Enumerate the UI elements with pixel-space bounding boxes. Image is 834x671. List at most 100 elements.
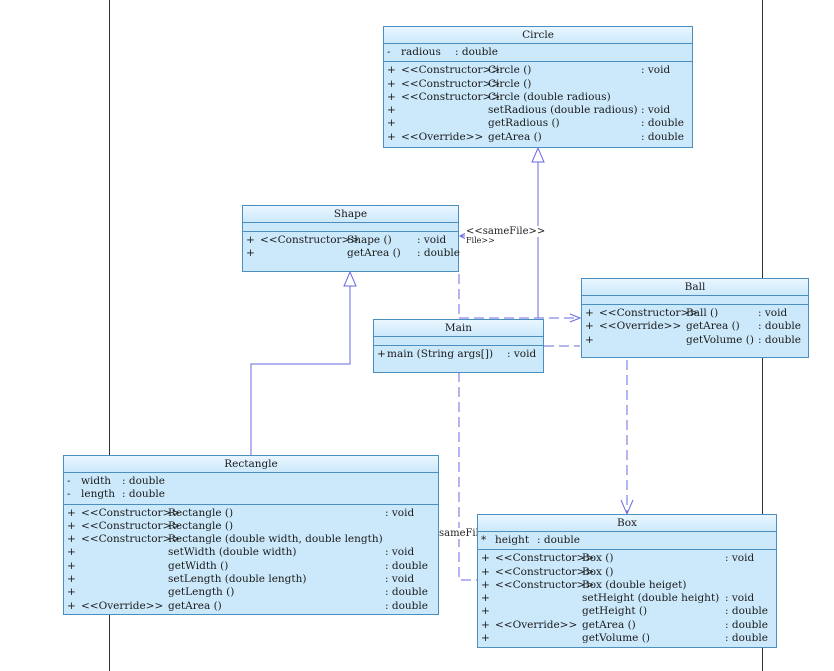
operations-section: +<<Constructor>>Rectangle (): void +<<Co… (64, 505, 438, 615)
return-type-label: : void (507, 348, 537, 360)
return-type-label: : double (417, 247, 460, 260)
signature-label: Box () (582, 552, 614, 565)
signature-label: Rectangle () (168, 506, 234, 519)
operations-section: +<<Constructor>>Box (): void +<<Construc… (478, 550, 776, 647)
operation-row: +getRadious (): double (387, 117, 692, 130)
visibility-marker: + (481, 618, 490, 631)
operation-row: +<<Constructor>>Circle () (387, 78, 692, 91)
signature-label: getVolume () (582, 632, 650, 645)
stereotype-label: <<Constructor>> (260, 234, 360, 246)
visibility-marker: + (67, 533, 76, 546)
operation-row: +setHeight (double height): void (481, 592, 776, 605)
samefile-label-circle: <<sameFile>> (465, 226, 547, 237)
stereotype-label: <<Constructor>> (495, 578, 595, 591)
class-main[interactable]: Main +main (String args[]): void (373, 319, 544, 373)
return-type-label: : double (385, 599, 428, 612)
signature-label: getHeight () (582, 605, 648, 618)
attribute-row: -width : double (67, 475, 438, 488)
operations-section: +<<Constructor>>Circle (): void +<<Const… (384, 62, 692, 146)
signature-label: Ball () (686, 307, 719, 319)
return-type-label: : double (758, 333, 801, 346)
visibility-marker: + (481, 632, 490, 645)
signature-label: Box (double heiget) (582, 578, 687, 591)
return-type-label: : double (385, 586, 428, 599)
attribute-name: width (81, 475, 112, 487)
stereotype-label: <<Override>> (599, 320, 682, 333)
visibility-marker: + (585, 320, 594, 333)
operations-section: +<<Constructor>>Shape (): void +getArea … (243, 232, 460, 263)
operation-row: +<<Constructor>>Rectangle () (67, 520, 438, 533)
return-type-label: : double (725, 618, 768, 631)
visibility-marker: + (481, 552, 490, 565)
stereotype-label: <<Constructor>> (495, 565, 595, 578)
visibility-marker: + (246, 234, 255, 246)
operation-row: +main (String args[]): void (377, 348, 543, 361)
operation-row: +getVolume (): double (585, 334, 808, 347)
visibility-marker: + (387, 77, 396, 90)
return-type-label: : void (641, 104, 671, 117)
operation-row: +<<Constructor>>Rectangle (double width,… (67, 533, 438, 546)
operation-row: +setLength (double length): void (67, 573, 438, 586)
operation-row: +<<Constructor>>Shape (): void (246, 234, 458, 247)
class-circle[interactable]: Circle - radious : double +<<Constructor… (383, 26, 693, 148)
signature-label: Circle (double radious) (488, 90, 611, 103)
attribute-name: height (495, 534, 530, 546)
visibility-marker: + (67, 519, 76, 532)
return-type-label: : void (385, 546, 415, 559)
dependency-main-ball-arrowhead (569, 313, 582, 323)
visibility-marker: + (481, 592, 490, 605)
attribute-type: : double (122, 488, 165, 501)
operations-section: +main (String args[]): void (374, 346, 543, 363)
class-shape[interactable]: Shape +<<Constructor>>Shape (): void +ge… (242, 205, 460, 272)
return-type-label: : double (385, 559, 428, 572)
signature-label: setWidth (double width) (168, 546, 297, 559)
signature-label: Rectangle (double width, double length) (168, 533, 383, 546)
attributes-section: -width : double -length : double (64, 473, 438, 505)
operation-row: +<<Override>>getArea (): double (481, 619, 776, 632)
signature-label: getWidth () (168, 559, 229, 572)
signature-label: setLength (double length) (168, 573, 307, 586)
attributes-section (582, 296, 808, 305)
visibility-marker: + (481, 565, 490, 578)
visibility-marker: + (67, 546, 76, 559)
class-ball[interactable]: Ball +<<Constructor>>Ball (): void +<<Ov… (581, 278, 809, 358)
visibility-marker: + (387, 90, 396, 103)
return-type-label: : double (725, 632, 768, 645)
operation-row: +<<Constructor>>Rectangle (): void (67, 507, 438, 520)
operation-row: +<<Constructor>>Ball (): void (585, 307, 808, 320)
operation-row: + getVolume () : double (481, 632, 776, 645)
visibility-marker: + (67, 559, 76, 572)
visibility-marker: + (585, 307, 594, 319)
operation-row: +<<Override>>getArea (): double (585, 320, 808, 333)
signature-label: setRadious (double radious) (488, 104, 638, 117)
operation-row: +getHeight (): double (481, 605, 776, 618)
visibility-marker: + (585, 333, 594, 346)
samefile-label-shape-partial: File>> (465, 236, 496, 245)
attribute-type: : double (122, 475, 165, 487)
operation-row: +<<Override>>getArea (): double (387, 131, 692, 144)
visibility-marker: + (67, 599, 76, 612)
inheritance-triangle-circle (531, 146, 545, 163)
stereotype-label: <<Constructor>> (401, 90, 501, 103)
visibility-marker: + (481, 605, 490, 618)
signature-label: Circle () (488, 64, 532, 77)
operations-section: +<<Constructor>>Ball (): void + <<Overrid… (582, 305, 808, 349)
signature-label: Box () (582, 565, 614, 578)
operation-row: + <<Constructor>>Box () (481, 566, 776, 579)
visibility-marker: - (387, 46, 391, 58)
attribute-name: length (81, 488, 116, 501)
stereotype-label: <<Constructor>> (81, 506, 181, 519)
inheritance-rectangle-shape (250, 286, 351, 456)
visibility-marker: * (481, 534, 487, 546)
class-rectangle[interactable]: Rectangle -width: double -length: double… (63, 455, 439, 615)
return-type-label: : double (641, 117, 684, 130)
visibility-marker: - (67, 475, 71, 487)
inheritance-triangle-shape (343, 270, 357, 287)
return-type-label: : void (385, 573, 415, 586)
visibility-marker: + (67, 586, 76, 599)
stereotype-label: <<Override>> (401, 130, 484, 143)
visibility-marker: + (387, 104, 396, 117)
class-name: Circle (384, 27, 692, 44)
operation-row: + <<Constructor>>Circle (double radious) (387, 91, 692, 104)
class-box[interactable]: Box *height: double +<<Constructor>>Box … (477, 514, 777, 648)
